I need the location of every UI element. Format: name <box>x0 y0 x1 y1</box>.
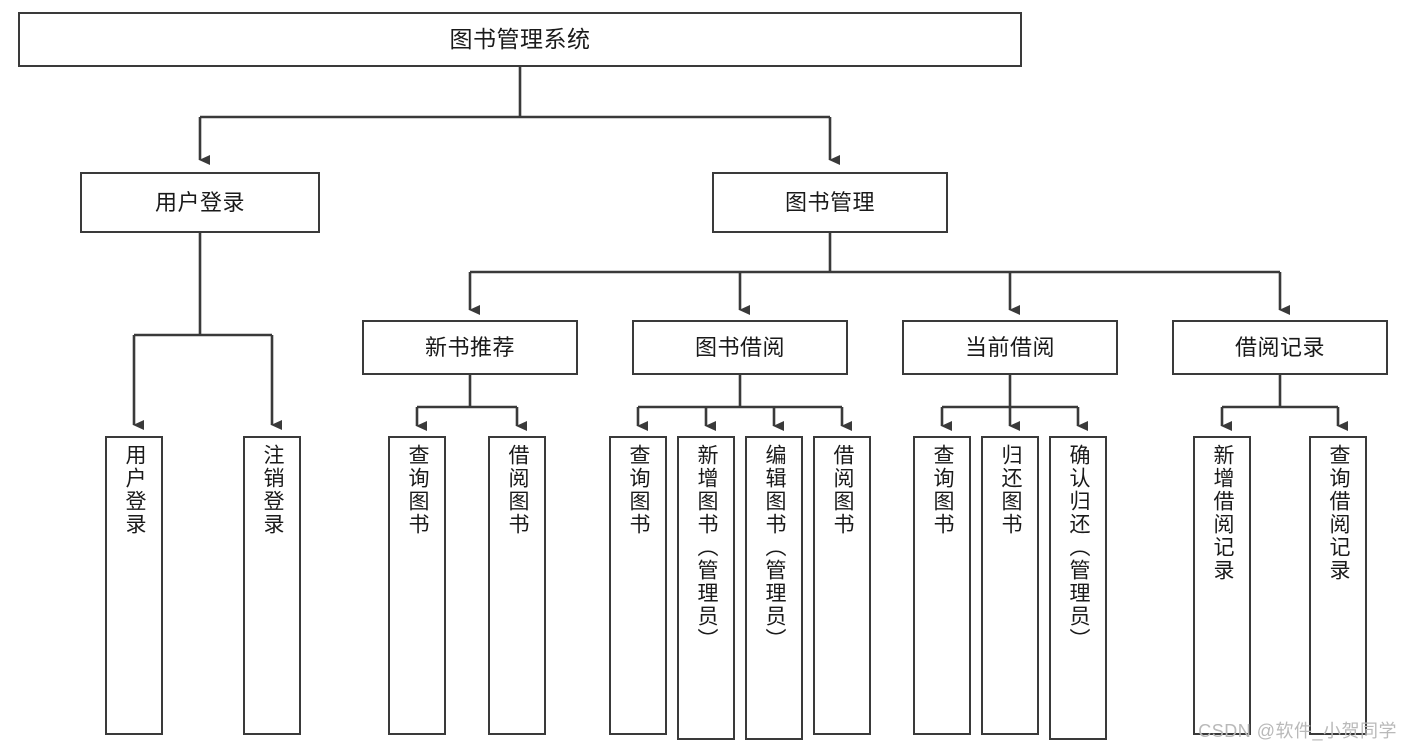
node-leaf-query-book-2-label: 查询图书 <box>627 444 651 536</box>
node-leaf-borrow-book-1-label: 借阅图书 <box>506 444 530 536</box>
node-leaf-borrow-book-2[interactable]: 借阅图书 <box>813 436 871 735</box>
node-leaf-user-login[interactable]: 用户登录 <box>105 436 163 735</box>
node-leaf-query-book-3-label: 查询图书 <box>931 444 955 536</box>
node-leaf-edit-book[interactable]: 编辑图书（管理员） <box>745 436 803 740</box>
node-leaf-confirm-return-label: 确认归还（管理员） <box>1067 444 1091 651</box>
node-book-borrow[interactable]: 图书借阅 <box>632 320 848 375</box>
node-leaf-logout-login[interactable]: 注销登录 <box>243 436 301 735</box>
node-root-label: 图书管理系统 <box>449 25 591 52</box>
node-book-manage-label: 图书管理 <box>784 189 875 215</box>
node-leaf-add-book[interactable]: 新增图书（管理员） <box>677 436 735 740</box>
node-current-borrow[interactable]: 当前借阅 <box>902 320 1118 375</box>
node-leaf-edit-book-label: 编辑图书（管理员） <box>763 444 787 651</box>
node-leaf-add-record[interactable]: 新增借阅记录 <box>1193 436 1251 735</box>
node-leaf-logout-login-label: 注销登录 <box>261 444 285 536</box>
node-leaf-user-login-label: 用户登录 <box>123 444 147 536</box>
node-new-book-recommend[interactable]: 新书推荐 <box>362 320 578 375</box>
node-leaf-query-record-label: 查询借阅记录 <box>1327 444 1351 582</box>
node-leaf-confirm-return[interactable]: 确认归还（管理员） <box>1049 436 1107 740</box>
node-current-borrow-label: 当前借阅 <box>964 334 1055 360</box>
node-user-login-label: 用户登录 <box>154 189 245 215</box>
node-root[interactable]: 图书管理系统 <box>18 12 1022 67</box>
node-leaf-borrow-book-2-label: 借阅图书 <box>831 444 855 536</box>
node-user-login[interactable]: 用户登录 <box>80 172 320 233</box>
node-leaf-return-book-label: 归还图书 <box>999 444 1023 536</box>
node-leaf-borrow-book-1[interactable]: 借阅图书 <box>488 436 546 735</box>
node-book-borrow-label: 图书借阅 <box>694 334 785 360</box>
watermark-text: CSDN @软件_小贺同学 <box>1198 721 1397 741</box>
node-leaf-add-book-label: 新增图书（管理员） <box>695 444 719 651</box>
node-leaf-query-book-1[interactable]: 查询图书 <box>388 436 446 735</box>
node-leaf-query-book-3[interactable]: 查询图书 <box>913 436 971 735</box>
node-new-book-recommend-label: 新书推荐 <box>424 334 515 360</box>
node-leaf-query-record[interactable]: 查询借阅记录 <box>1309 436 1367 735</box>
node-leaf-query-book-1-label: 查询图书 <box>406 444 430 536</box>
node-leaf-add-record-label: 新增借阅记录 <box>1211 444 1235 582</box>
node-book-manage[interactable]: 图书管理 <box>712 172 948 233</box>
node-leaf-query-book-2[interactable]: 查询图书 <box>609 436 667 735</box>
node-borrow-record[interactable]: 借阅记录 <box>1172 320 1388 375</box>
node-borrow-record-label: 借阅记录 <box>1234 334 1325 360</box>
node-leaf-return-book[interactable]: 归还图书 <box>981 436 1039 735</box>
